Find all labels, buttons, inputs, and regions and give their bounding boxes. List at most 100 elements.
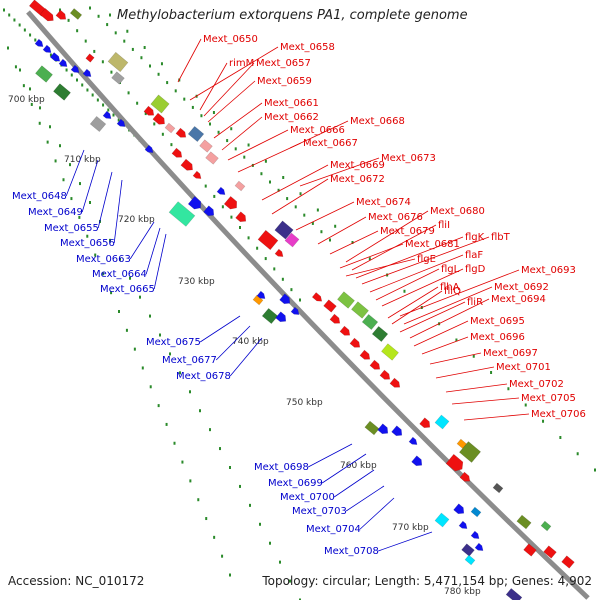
gene-label: flgK [465, 232, 485, 243]
track-dot [131, 47, 134, 51]
leader-line [153, 233, 167, 290]
track-dot [110, 70, 113, 74]
leader-line [403, 286, 493, 325]
track-dot [299, 598, 301, 600]
track-dot [144, 112, 147, 116]
gene-arrow [349, 337, 361, 348]
gene-block [381, 343, 399, 361]
track-dot [260, 172, 263, 176]
gene-arrow [34, 38, 44, 47]
track-dot [286, 197, 289, 201]
track-dot [149, 385, 152, 389]
gene-label: Mext_0673 [381, 153, 436, 164]
gene-label: Mext_0705 [521, 393, 576, 404]
track-dot [204, 184, 207, 188]
gene-block [168, 201, 196, 227]
leader-line [413, 320, 469, 347]
track-dot [49, 53, 52, 57]
track-dot [472, 354, 475, 358]
track-dot [209, 428, 211, 432]
gene-label: Mext_0708 [324, 546, 379, 557]
track-dot [109, 238, 111, 242]
track-dot [264, 257, 267, 261]
track-dot [247, 143, 250, 147]
gene-arrow [445, 453, 464, 472]
track-dot [133, 347, 136, 351]
gene-block [85, 53, 95, 63]
track-dot [311, 221, 314, 225]
gene-arrow [256, 290, 266, 299]
gene-arrow [203, 205, 215, 216]
leader-line [361, 236, 490, 285]
track-dot [70, 73, 73, 77]
track-dot [542, 419, 545, 423]
leader-line [207, 80, 256, 123]
gene-arrow [152, 112, 165, 125]
track-dot [213, 535, 216, 539]
gene-block [434, 512, 450, 528]
track-dot [209, 122, 211, 126]
track-dot [23, 28, 26, 32]
track-dot [299, 192, 302, 196]
track-dot [299, 298, 301, 302]
track-dot [281, 277, 284, 281]
gene-label: Mext_0681 [405, 239, 460, 250]
leader-line [295, 201, 355, 231]
track-dot [22, 84, 25, 88]
leader-line [229, 337, 263, 377]
leader-line [227, 129, 289, 161]
track-dot [127, 91, 130, 95]
gene-arrow [339, 325, 351, 336]
leader-line [299, 157, 380, 187]
track-dot [368, 257, 371, 261]
gene-block [111, 71, 125, 85]
genome-backbone [26, 10, 590, 600]
track-dot [212, 111, 215, 114]
gene-arrow [192, 170, 202, 179]
gene-arrow [102, 110, 112, 119]
scale-label: 780 kbp [444, 587, 481, 597]
track-dot [8, 13, 11, 17]
leader-line [378, 531, 433, 552]
gene-block [107, 51, 129, 73]
leader-line [387, 286, 439, 319]
track-dot [153, 122, 156, 126]
gene-label: Mext_0704 [306, 524, 361, 535]
track-dot [13, 18, 16, 22]
track-dot [282, 176, 285, 179]
gene-arrow [58, 58, 68, 67]
track-dot [169, 352, 171, 356]
gene-label: flgD [465, 264, 486, 275]
track-dot [106, 23, 109, 27]
leader-line [317, 216, 367, 245]
leader-line [215, 325, 251, 361]
track-dot [123, 39, 126, 43]
gene-label: Mext_0650 [203, 34, 258, 45]
gene-block [470, 506, 482, 518]
gene-block [323, 299, 337, 313]
gene-block [540, 520, 552, 532]
track-dot [351, 241, 354, 244]
gene-label: Mext_0657 [256, 58, 311, 69]
track-dot [221, 554, 224, 558]
leader-line [81, 159, 99, 213]
gene-arrow [70, 64, 80, 73]
track-dot [173, 441, 176, 445]
track-dot [97, 14, 100, 18]
track-dot [226, 139, 229, 143]
gene-arrow [275, 311, 287, 322]
track-dot [334, 224, 337, 228]
gene-arrow [458, 520, 468, 529]
track-dot [230, 127, 233, 131]
track-dot [229, 466, 231, 469]
gene-block [371, 325, 389, 343]
gene-block [187, 125, 205, 143]
leader-line [421, 336, 469, 355]
gene-arrow [474, 542, 484, 551]
track-dot [65, 68, 68, 72]
gene-label: Mext_0678 [176, 371, 231, 382]
track-dot [96, 98, 99, 102]
track-dot [157, 404, 160, 408]
